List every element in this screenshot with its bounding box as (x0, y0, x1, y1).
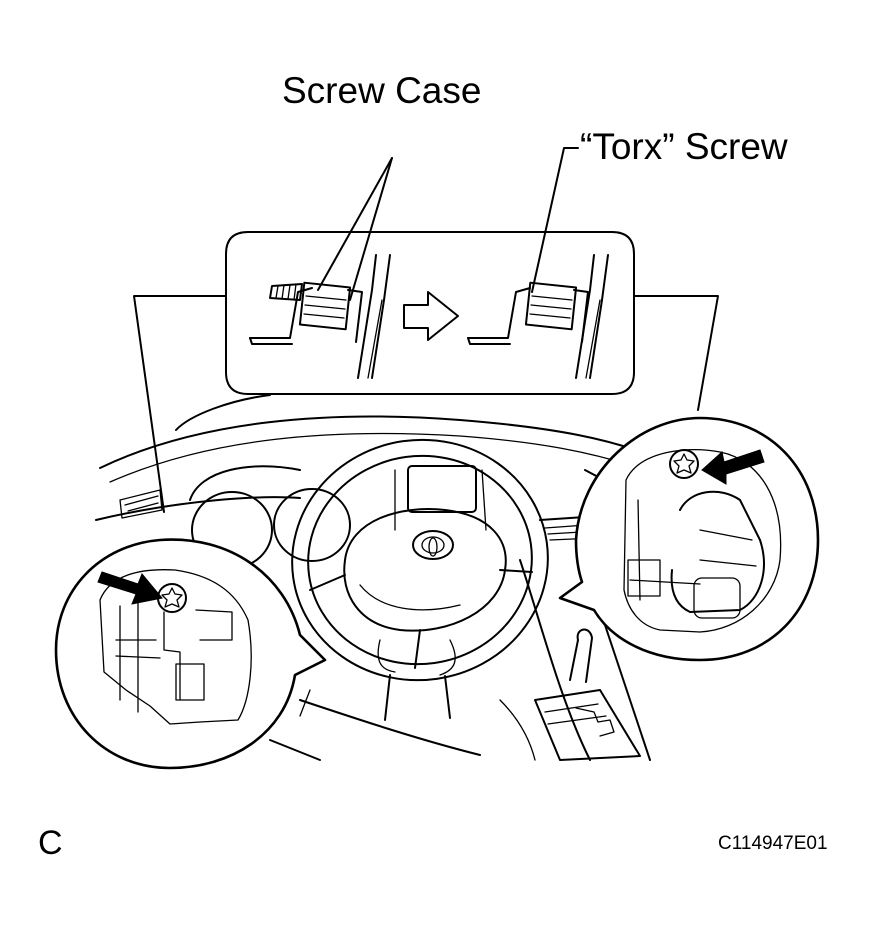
torx-screw-label: “Torx” Screw (580, 126, 788, 167)
left-arrow-icon (97, 571, 163, 605)
dashboard-outline (95, 394, 701, 761)
figure-letter: C (38, 824, 63, 862)
right-detail-circle (558, 416, 820, 662)
figure-code: C114947E01 (718, 833, 828, 854)
callout-frame (133, 231, 719, 513)
right-arrow-icon (701, 449, 765, 485)
steering-wheel (291, 438, 549, 721)
inset-before (249, 254, 391, 379)
process-arrow (403, 291, 459, 341)
inset-after (467, 254, 609, 379)
screw-case-label: Screw Case (282, 70, 482, 111)
leader-lines (317, 147, 579, 301)
left-detail-circle (54, 538, 327, 770)
